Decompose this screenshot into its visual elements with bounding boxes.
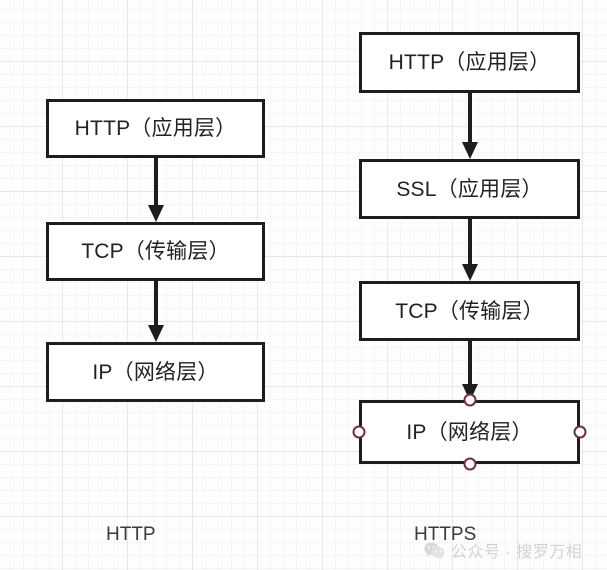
- node-label: SSL（应用层）: [396, 177, 543, 201]
- arrow-shaft: [468, 219, 472, 265]
- node-label: TCP（传输层）: [395, 299, 544, 323]
- caption-http: HTTP: [106, 524, 156, 546]
- caption-https: HTTPS: [414, 524, 476, 546]
- node-http-left-app[interactable]: HTTP（应用层）: [46, 99, 265, 158]
- node-https-right-tcp[interactable]: TCP（传输层）: [359, 281, 580, 341]
- caption-text: HTTPS: [414, 524, 477, 545]
- node-label: TCP（传输层）: [81, 240, 230, 263]
- arrow-http-tcp-to-ip: [148, 281, 164, 342]
- node-https-right-http[interactable]: HTTP（应用层）: [359, 32, 580, 93]
- connection-handle-right[interactable]: [573, 425, 587, 439]
- arrow-shaft: [154, 158, 158, 206]
- arrow-shaft: [468, 93, 472, 143]
- node-http-left-ip[interactable]: IP（网络层）: [46, 342, 265, 402]
- node-label: IP（网络层）: [406, 420, 533, 444]
- connection-handle-left[interactable]: [352, 425, 366, 439]
- arrow-https-tcp-to-ip: [462, 341, 478, 401]
- arrow-shaft: [468, 341, 472, 385]
- arrow-head: [148, 205, 164, 222]
- arrow-head: [462, 264, 478, 281]
- node-label: HTTP（应用层）: [388, 51, 551, 74]
- arrow-https-http-to-ssl: [462, 93, 478, 159]
- arrow-http-app-to-tcp: [148, 158, 164, 222]
- node-https-right-ssl[interactable]: SSL（应用层）: [359, 159, 580, 219]
- arrow-head: [148, 325, 164, 342]
- connection-handle-bottom[interactable]: [463, 457, 477, 471]
- arrow-head: [462, 142, 478, 159]
- arrow-https-ssl-to-tcp: [462, 219, 478, 281]
- arrow-shaft: [154, 281, 158, 326]
- node-label: IP（网络层）: [92, 360, 219, 384]
- node-http-left-tcp[interactable]: TCP（传输层）: [46, 222, 265, 281]
- node-label: HTTP（应用层）: [74, 117, 237, 140]
- caption-text: HTTP: [106, 524, 156, 545]
- connection-handle-top[interactable]: [463, 393, 477, 407]
- node-https-right-ip[interactable]: IP（网络层）: [359, 400, 580, 464]
